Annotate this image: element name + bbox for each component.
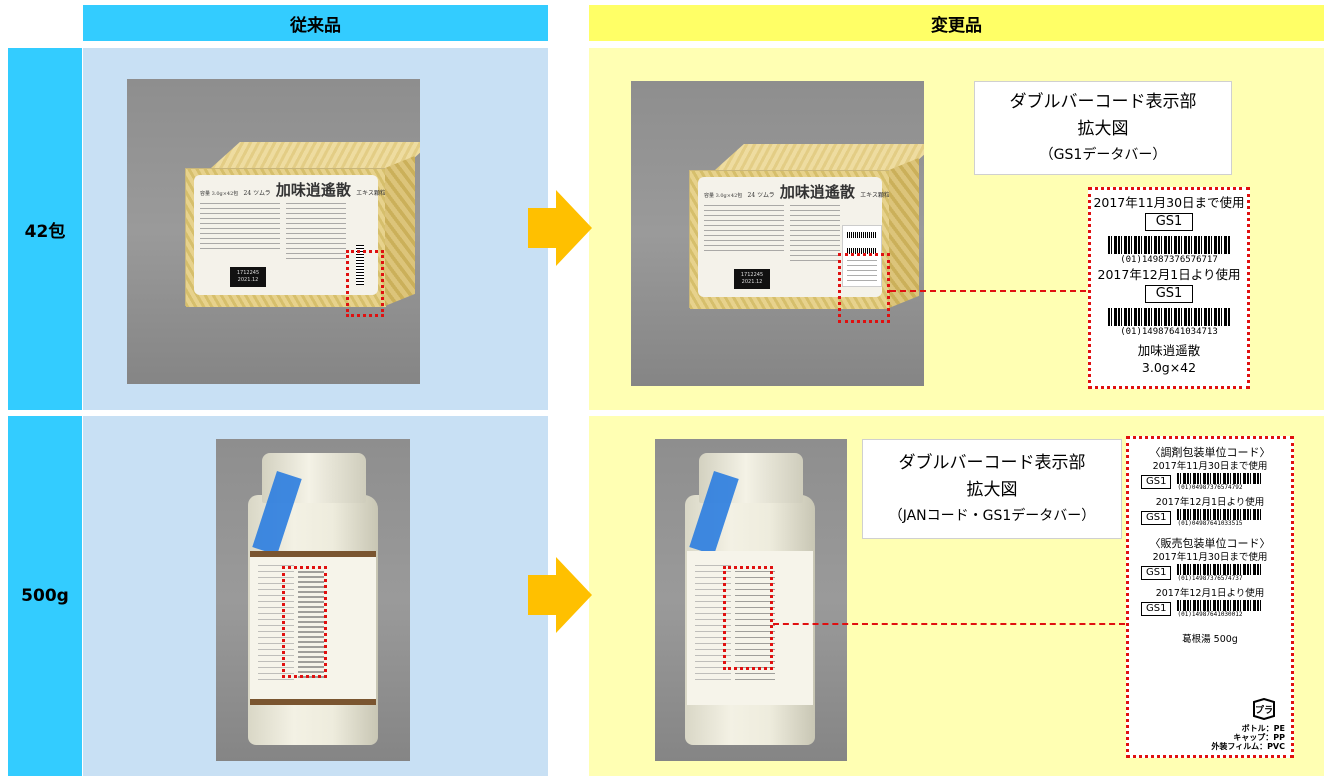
gs1-mark: GS1 [1141, 602, 1172, 616]
product-name: 加味逍遥散 [1137, 343, 1201, 358]
gs1-mark: GS1 [1144, 285, 1194, 303]
product-size: 3.0g×42 [1141, 360, 1197, 375]
new-barcode-label [842, 225, 882, 287]
old-barcode [356, 245, 364, 285]
row-label-500g: 500g [8, 416, 82, 776]
barcode-number: (01)14987641034713 [1120, 327, 1218, 337]
lot-expiry-block: 1712245 2021.12 [230, 267, 266, 287]
dispensing-unit-code-heading: 〈調剤包装単位コード〉 [1149, 446, 1271, 459]
product-name: 葛根湯 500g [1182, 634, 1238, 645]
barcode-zoom-panel-bottle: 〈調剤包装単位コード〉 2017年11月30日まで使用 GS1 (01)0498… [1126, 436, 1294, 758]
barcode-new [1108, 308, 1230, 326]
date-from: 2017年12月1日より使用 [1097, 267, 1241, 282]
connector-line [773, 623, 1125, 625]
plastic-recycle-icon: プラ [1251, 697, 1277, 724]
gs1-mark: GS1 [1141, 475, 1172, 489]
barcode-number: (01)14987376576717 [1120, 255, 1218, 265]
photo-box-conventional: 容量 3.0g×42包 24 ツムラ 加味逍遙散 エキス顆粒 1712245 2… [127, 79, 420, 384]
photo-box-changed: 容量 3.0g×42包 24 ツムラ 加味逍遙散 エキス顆粒 1712245 2… [631, 81, 924, 386]
barcode [1177, 600, 1264, 611]
gs1-mark: GS1 [1141, 511, 1172, 525]
gs1-mark: GS1 [1141, 566, 1172, 580]
highlight-new-barcode [838, 253, 890, 323]
highlight-old-barcode [346, 250, 384, 317]
arrow-right-icon [528, 557, 592, 633]
lot-expiry-block: 1712245 2021.12 [734, 269, 770, 289]
svg-text:プラ: プラ [1255, 704, 1273, 716]
gs1-mark: GS1 [1144, 213, 1194, 231]
barcode [1177, 564, 1264, 575]
highlight-new-barcode [723, 566, 773, 670]
header-changed: 変更品 [589, 5, 1324, 41]
connector-line [890, 290, 1086, 292]
date-until: 2017年11月30日まで使用 [1093, 195, 1245, 210]
arrow-right-icon [528, 190, 592, 266]
row-label-42-packets: 42包 [8, 48, 82, 410]
barcode-zoom-panel: 2017年11月30日まで使用 GS1 (01)14987376576717 2… [1088, 187, 1250, 389]
barcode [1177, 509, 1264, 520]
barcode-old [1108, 236, 1230, 254]
photo-bottle-changed [655, 439, 847, 761]
barcode [1177, 473, 1264, 484]
sales-unit-code-heading: 〈販売包装単位コード〉 [1149, 537, 1271, 550]
callout-enlarged-view: ダブルバーコード表示部 拡大図 （GS1データバー） [974, 81, 1232, 175]
highlight-old-barcode [282, 566, 327, 678]
photo-bottle-conventional [216, 439, 410, 761]
header-conventional: 従来品 [83, 5, 548, 41]
callout-enlarged-view: ダブルバーコード表示部 拡大図 （JANコード・GS1データバー） [862, 439, 1122, 539]
